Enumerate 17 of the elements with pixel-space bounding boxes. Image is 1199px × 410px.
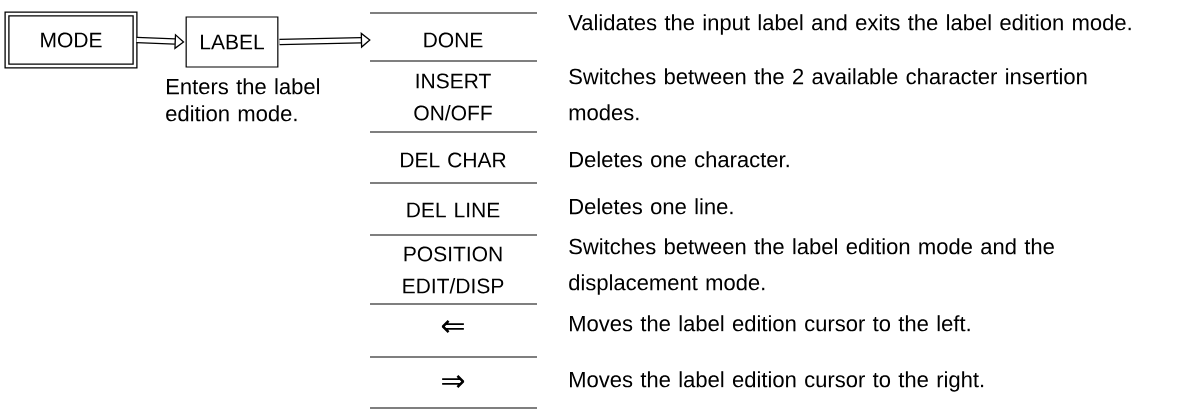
softkey-label: DONE	[369, 12, 538, 62]
description-text: Moves the label edition cursor to the right.	[570, 371, 984, 392]
softkey-label: POSITION EDIT/DISP	[369, 246, 538, 305]
softkey-label: DEL LINE	[369, 202, 538, 236]
description-text: Deletes one line.	[570, 198, 733, 215]
description-text: Switches between the 2 available character insertion modes.	[569, 68, 1087, 121]
softkey-label: INSERT ON/OFF	[369, 73, 538, 133]
softkey-label: ⇐	[369, 320, 538, 358]
softkey-label: DEL CHAR	[369, 152, 538, 184]
key-box: LABEL	[185, 16, 279, 68]
description-text: Enters the label edition mode.	[166, 78, 319, 122]
description-text: Switches between the label edition mode and the displacement mode.	[569, 238, 1054, 295]
softkey-label: ⇒	[369, 375, 538, 409]
description-text: Deletes one character.	[570, 151, 789, 168]
description-text: Validates the input label and exits the label edition mode.	[568, 14, 1131, 35]
key-box: MODE	[4, 11, 138, 69]
description-text: Moves the label edition cursor to the left.	[570, 315, 970, 332]
